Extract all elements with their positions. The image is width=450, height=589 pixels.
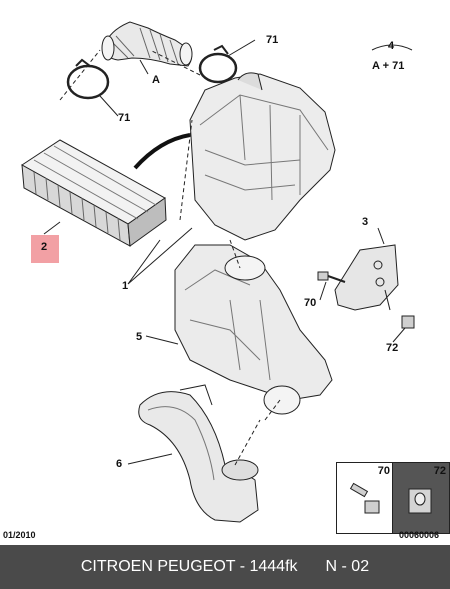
parts-diagram xyxy=(21,21,415,523)
label-1: 1 xyxy=(122,280,129,292)
label-a: A xyxy=(152,74,160,86)
intake-duct-6 xyxy=(138,384,259,523)
legend-cell-72: 72 xyxy=(393,463,449,533)
label-71-top: 71 xyxy=(266,34,279,46)
clip-nut-icon xyxy=(408,488,432,514)
label-71-left: 71 xyxy=(118,112,131,124)
clip-72 xyxy=(401,315,415,329)
bolt-icon xyxy=(349,482,380,514)
footer-bar: CITROEN PEUGEOT - 1444fk N - 02 xyxy=(0,545,450,589)
label-4: 4 xyxy=(388,40,395,52)
air-box-upper xyxy=(189,72,336,241)
label-2: 2 xyxy=(41,241,48,253)
parts-legend: 70 72 xyxy=(336,462,450,534)
label-72: 72 xyxy=(386,342,399,354)
bolt-70 xyxy=(317,271,346,283)
clamp-71-right xyxy=(198,44,238,84)
footer-brand: CITROEN PEUGEOT - 1444fk xyxy=(80,558,298,575)
label-4-sub: A + 71 xyxy=(372,60,405,72)
air-box-lower-5 xyxy=(174,244,333,415)
legend-cell-70: 70 xyxy=(337,463,393,533)
clamp-71-left xyxy=(66,58,110,100)
label-70: 70 xyxy=(304,297,317,309)
bracket-3 xyxy=(334,244,399,311)
legend-num-72: 72 xyxy=(433,465,446,477)
label-6: 6 xyxy=(116,458,123,470)
air-filter-element-2 xyxy=(21,139,167,247)
legend-divider xyxy=(392,463,394,533)
legend-num-70: 70 xyxy=(377,465,390,477)
footer-page: N - 02 xyxy=(325,558,370,575)
intake-hose-a xyxy=(101,21,193,67)
footer-date: 01/2010 xyxy=(3,530,36,540)
label-5: 5 xyxy=(136,331,143,343)
footer-code: 00060006 xyxy=(399,530,440,540)
label-3: 3 xyxy=(362,216,369,228)
highlight-part-2 xyxy=(31,235,59,263)
